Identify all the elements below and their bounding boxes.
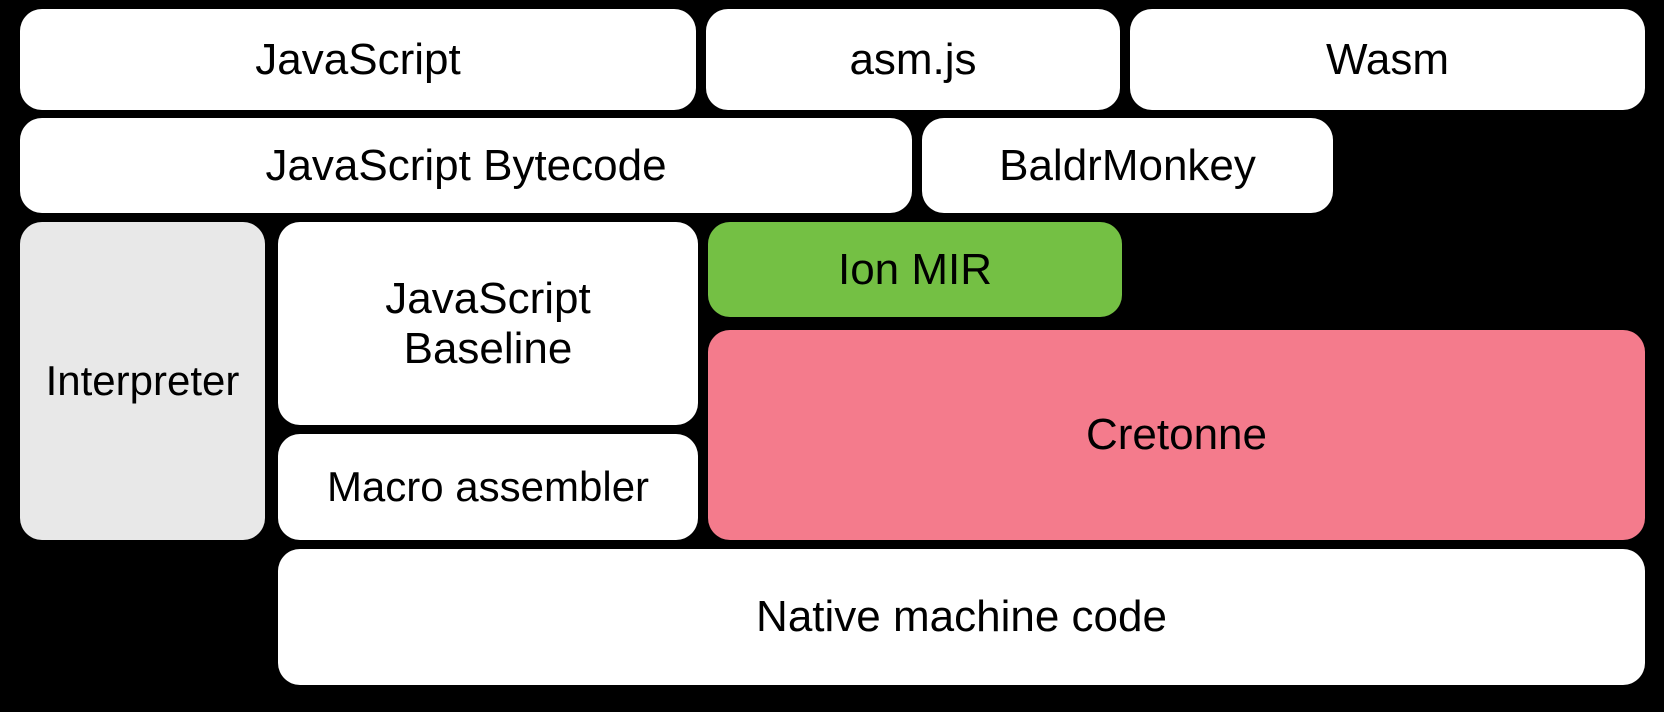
box-native-machine-code: Native machine code [278, 549, 1645, 685]
box-javascript: JavaScript [20, 9, 696, 110]
box-cretonne: Cretonne [708, 330, 1645, 540]
box-macro-assembler: Macro assembler [278, 434, 698, 540]
box-asm-js: asm.js [706, 9, 1120, 110]
box-wasm: Wasm [1130, 9, 1645, 110]
box-ion-mir: Ion MIR [708, 222, 1122, 317]
box-javascript-baseline: JavaScript Baseline [278, 222, 698, 425]
box-javascript-bytecode: JavaScript Bytecode [20, 118, 912, 213]
box-interpreter: Interpreter [20, 222, 265, 540]
box-baldrmonkey: BaldrMonkey [922, 118, 1333, 213]
